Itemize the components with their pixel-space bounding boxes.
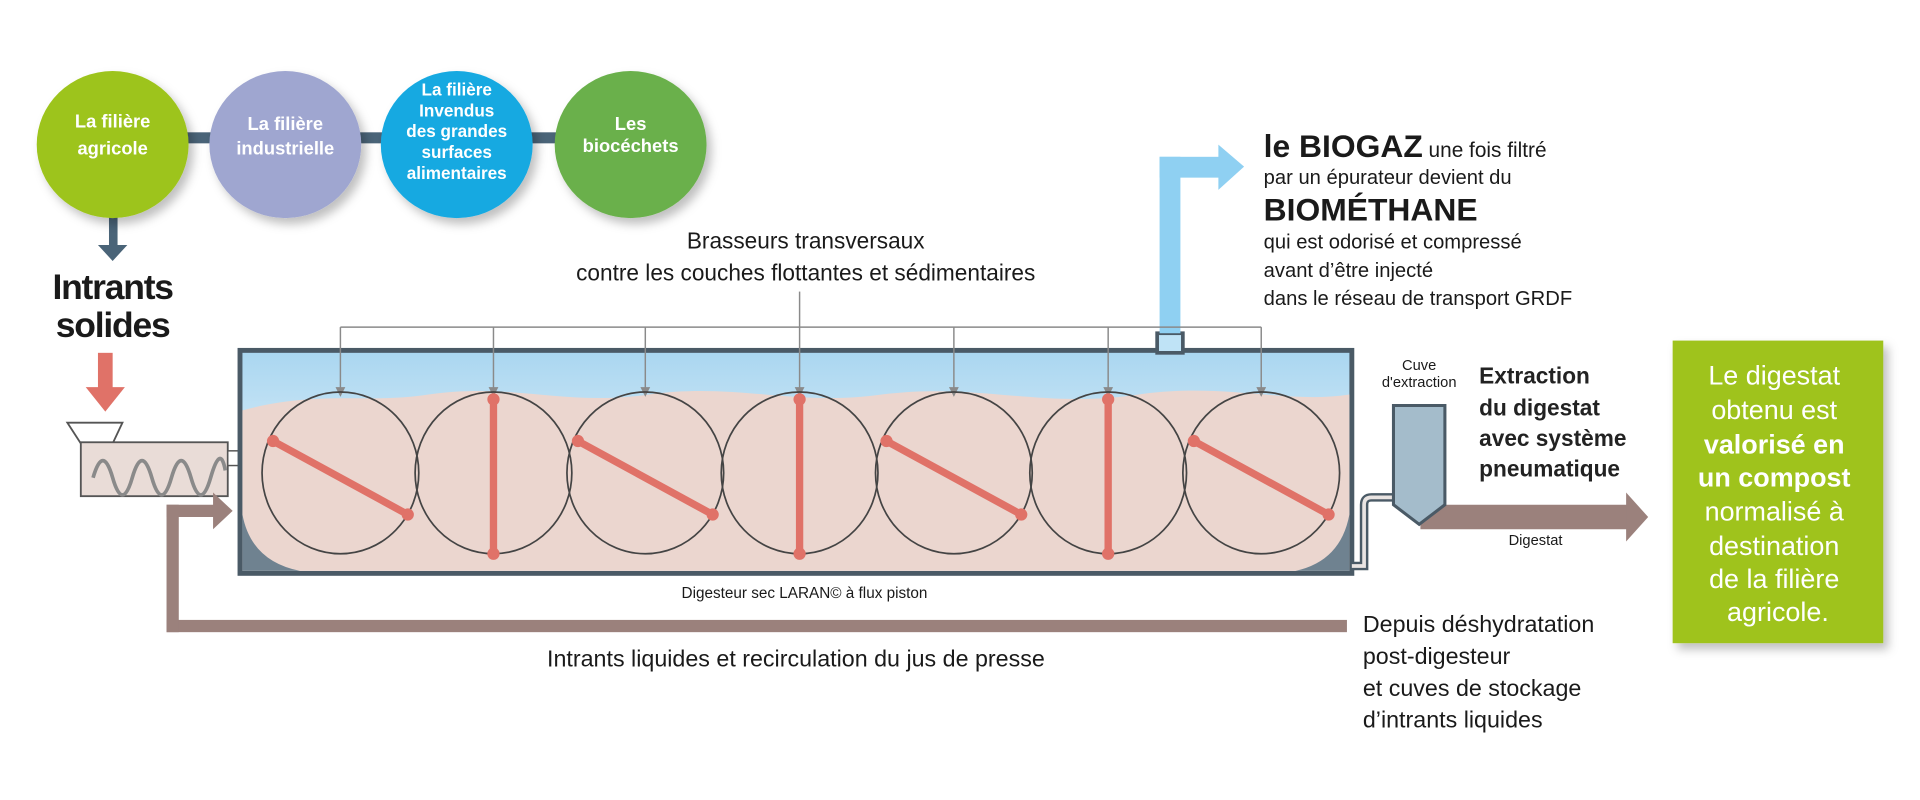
intrants-liquides-label: Intrants liquides et recirculation du ju… [547,645,1045,671]
mixer-shaft-end [571,434,585,448]
mixer-circle [1182,391,1341,555]
red-feed-arrow-icon [85,352,125,412]
mixer-shaft-end [1102,547,1115,560]
mixer-shaft [271,437,410,518]
mixer-shaft-end [706,508,719,521]
extraction-tank [1351,403,1649,571]
mixer-shaft-end [1015,508,1028,521]
mixer-shaft-end [266,434,280,448]
mixer-circle [566,391,725,555]
recirculation-arrow [166,492,1347,633]
mixer-shaft-end [1187,434,1200,448]
mixer-bracket-lines [339,291,1262,390]
svg-text:qui est odorisé et compressé: qui est odorisé et compressé [1264,232,1522,254]
svg-text:Le digestat obtenu est: Le digestat obtenu est valorisé en un co… [1698,361,1858,627]
svg-text:avant d’être injecté: avant d’être injecté [1264,260,1433,282]
mixer-shaft-end [487,547,500,560]
svg-text:par un épurateur devient du: par un épurateur devient du [1264,167,1512,189]
mixer-shaft-end [793,547,806,560]
screw-feeder [65,421,244,498]
digestat-compost-box: Le digestat obtenu est valorisé en un co… [1672,340,1884,644]
digestat-arrow [1420,504,1629,530]
mixer-shaft [576,437,715,518]
mixer-shaft [1192,437,1331,518]
mixer-shaft-end [1322,508,1335,521]
svg-text:le BIOGAZ une fois filtré: le BIOGAZ une fois filtré [1264,128,1547,164]
arrow-down-icon [97,245,128,261]
mixer-shaft-end [1102,393,1115,406]
transverse-mixers [261,387,1341,560]
mixer-circle [874,391,1034,555]
mixer-shaft-end [880,434,893,448]
mixer-shaft-end [793,393,806,406]
svg-text:BIOMÉTHANE: BIOMÉTHANE [1264,192,1478,228]
mixer-circle [261,391,420,555]
mixer-shaft [884,437,1023,518]
svg-text:dans le réseau de transport GR: dans le réseau de transport GRDF [1264,288,1572,310]
digesteur-label: Digesteur sec LARAN© à flux piston [682,585,928,602]
biogaz-description: le BIOGAZ une fois filtré par un épurate… [1264,128,1572,310]
biogas-pipe-arrow [1159,144,1245,334]
mixer-shaft-end [401,508,414,521]
digestat-label: Digestat [1509,533,1563,549]
mixer-shaft-end [487,393,500,406]
